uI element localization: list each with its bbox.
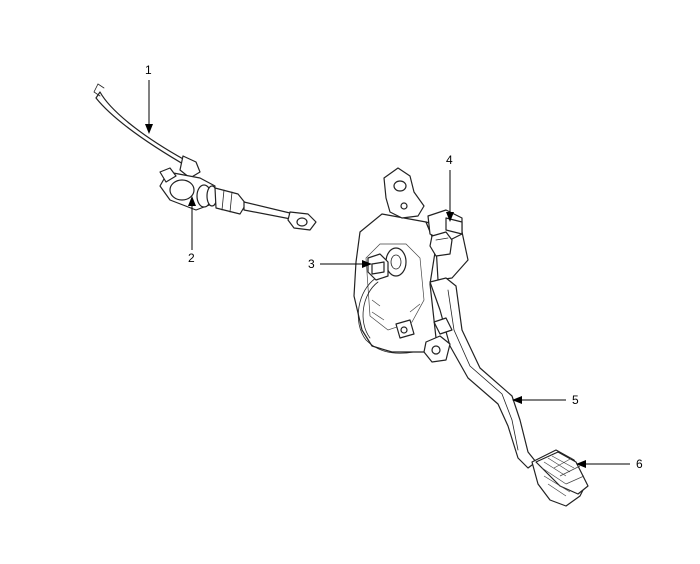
callout-arrow-3 xyxy=(362,260,372,268)
bracket-mount-tab xyxy=(383,167,425,219)
callout-arrow-5 xyxy=(512,396,522,404)
switch-wiring xyxy=(357,277,415,354)
callout-arrow-6 xyxy=(576,460,586,468)
clutch-pedal-switch xyxy=(367,253,389,281)
callout-label-3: 3 xyxy=(308,257,315,271)
callout-label-4: 4 xyxy=(446,153,453,167)
callouts: 1 2 3 4 5 6 xyxy=(145,63,643,471)
callout-label-6: 6 xyxy=(636,457,643,471)
clutch-pedal-arm xyxy=(423,277,537,469)
hose-fitting xyxy=(179,155,201,179)
callout-arrow-4 xyxy=(446,212,454,222)
callout-arrow-1 xyxy=(145,124,153,134)
callout-label-2: 2 xyxy=(188,251,195,265)
master-cylinder-boot xyxy=(214,187,247,215)
clutch-master-cylinder-assembly xyxy=(93,83,317,231)
pedal-pad xyxy=(531,449,589,507)
clutch-hose xyxy=(95,91,191,169)
callout-label-1: 1 xyxy=(145,63,152,77)
callout-label-5: 5 xyxy=(572,393,579,407)
callout-arrow-2 xyxy=(188,196,196,206)
